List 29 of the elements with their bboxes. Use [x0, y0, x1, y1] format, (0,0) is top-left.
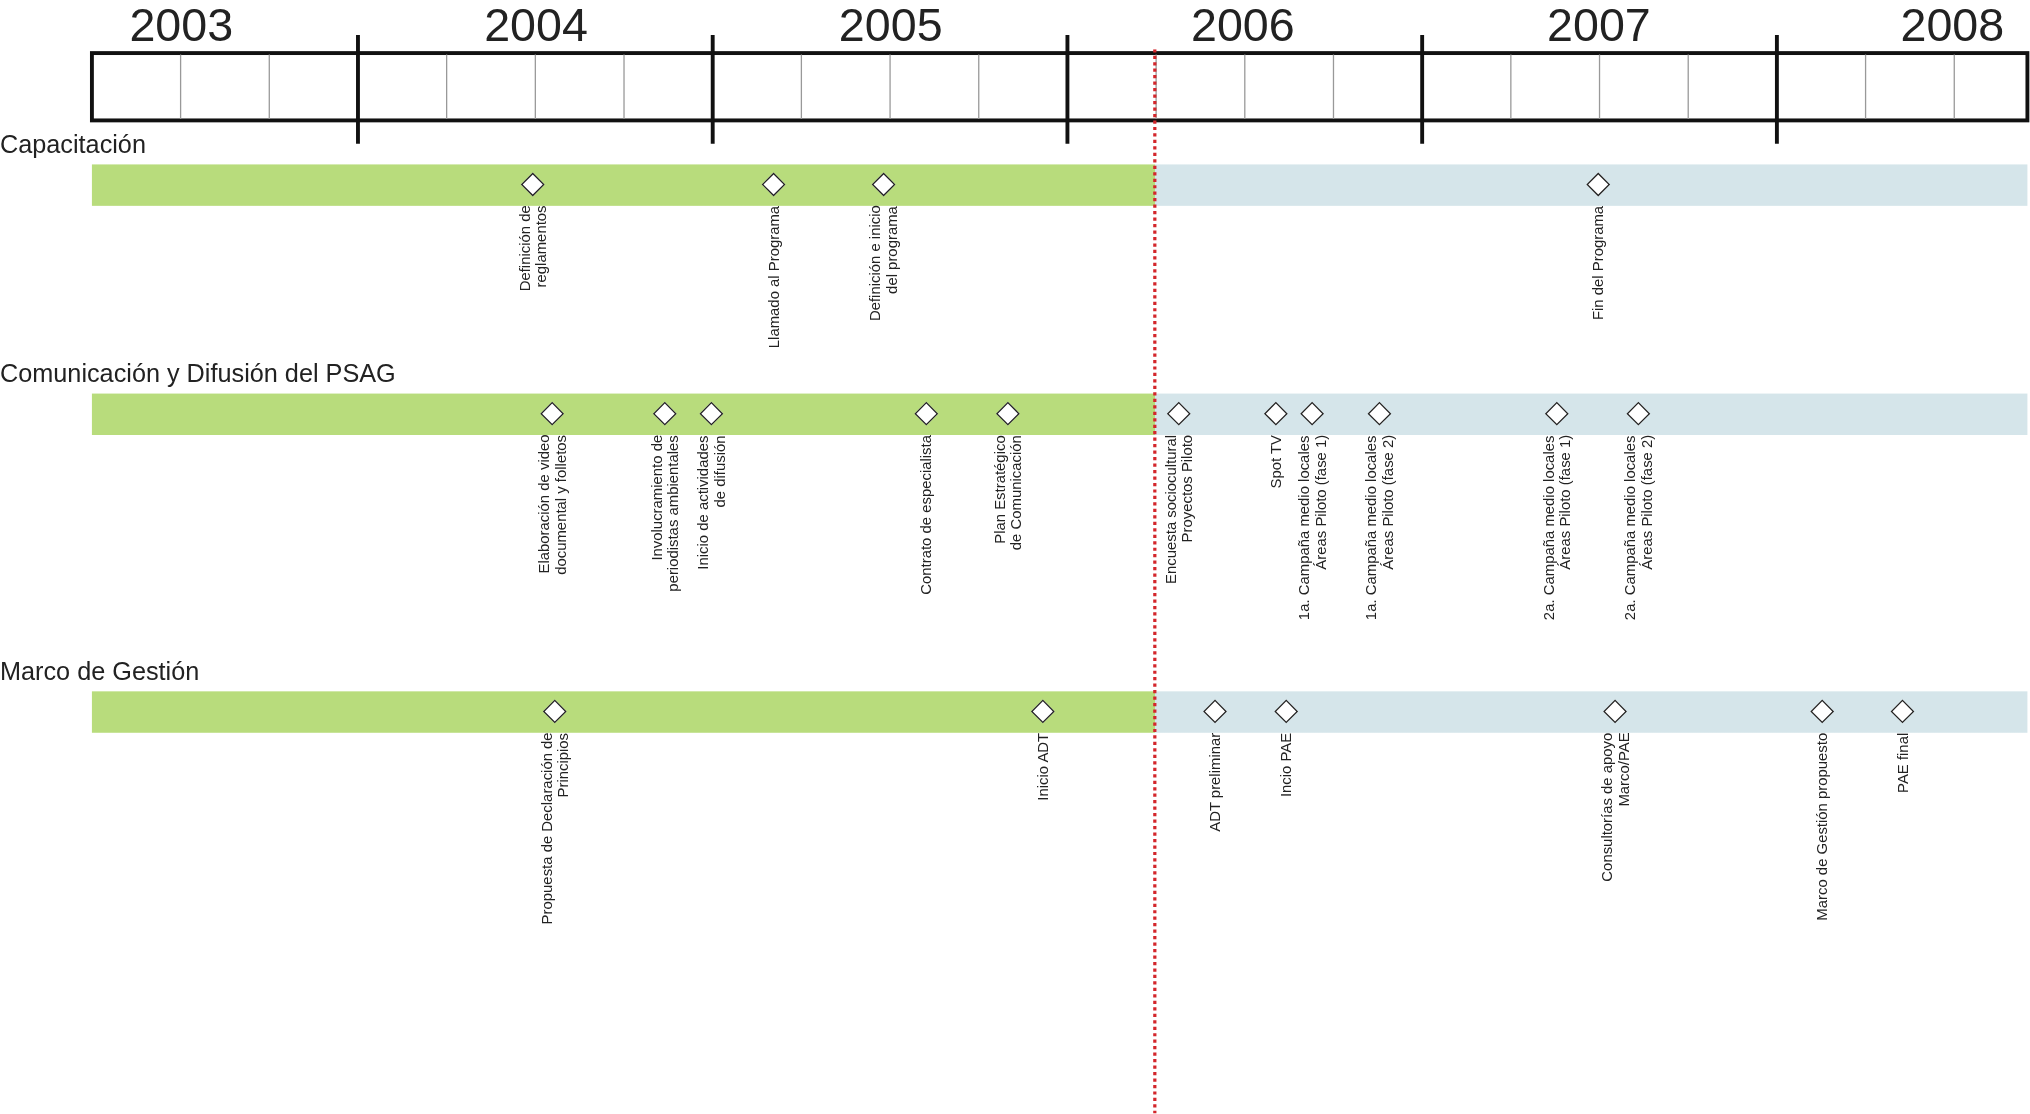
milestone-label: Incio PAE: [1278, 732, 1295, 798]
milestone-label: Encuesta sociocultural Proyectos Piloto: [1162, 435, 1196, 586]
milestone-label: Plan Estratégico de Comunicación: [991, 435, 1026, 553]
milestone-label: 1a. Campaña medio locales Áreas Piloto (fase 2): [1363, 435, 1397, 622]
year-label: 2003: [129, 0, 234, 52]
lane-title: Comunicación y Difusión del PSAG: [0, 358, 396, 388]
milestone-label: Fin del Programa: [1590, 205, 1607, 321]
milestone-label: Marco de Gestión propuesto: [1814, 732, 1831, 921]
lane-title: Marco de Gestión: [0, 656, 200, 685]
lane-title: Capacitación: [0, 129, 146, 158]
milestone-label: Consultorías de apoyo Marco/PAE: [1598, 732, 1633, 884]
milestone-label: Inicio ADT: [1035, 732, 1052, 801]
milestone-label: Llamado al Programa: [765, 205, 783, 349]
milestone-label: Definición de reglamentos: [516, 205, 550, 294]
year-label: 2004: [484, 0, 588, 52]
milestone-label: Definición e inicio del programa: [867, 205, 901, 324]
year-label: 2008: [1900, 0, 2005, 52]
milestone-label: Contrato de especialista: [918, 435, 936, 595]
milestone-label: 2a. Campaña medio locales Áreas Piloto (fase 1): [1540, 435, 1574, 622]
year-label: 2006: [1191, 0, 1295, 52]
milestone-label: 2a. Campaña medio locales Áreas Piloto (fase 2): [1622, 435, 1656, 622]
milestone-label: Propuesta de Declaración de Principios: [538, 732, 572, 927]
year-label: 2007: [1547, 0, 1651, 52]
milestone-label: Elaboración de video documental y folletos: [536, 435, 570, 577]
year-label: 2005: [838, 0, 943, 52]
milestone-label: 1a. Campaña medio locales Áreas Piloto (fase 1): [1295, 435, 1330, 622]
milestone-label: Spot TV: [1268, 435, 1285, 489]
milestone-label: PAE final: [1894, 732, 1912, 793]
milestone-label: ADT preliminar: [1207, 732, 1224, 832]
